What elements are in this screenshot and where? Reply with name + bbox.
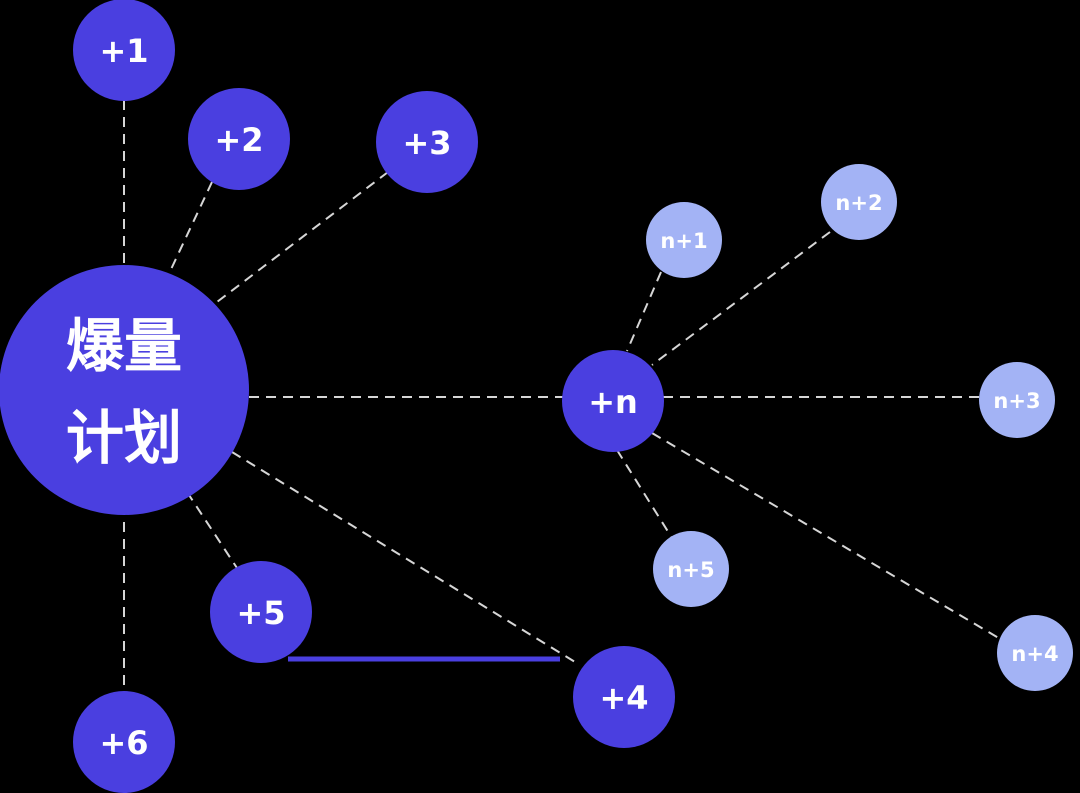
node-plus2: +2 <box>188 88 290 190</box>
node-plus2-label: +2 <box>214 121 263 159</box>
node-plus1-circle <box>73 0 175 101</box>
node-plusn-circle <box>562 350 664 452</box>
center-node-circle <box>0 265 249 515</box>
node-n1-label: n+1 <box>660 229 707 253</box>
connector-center-to-plus3 <box>212 171 389 306</box>
node-n4-circle <box>997 615 1073 691</box>
connector-center-to-plus5 <box>186 491 238 569</box>
node-n2-label: n+2 <box>835 191 882 215</box>
center-node: 爆量 计划 <box>0 265 249 515</box>
node-n5: n+5 <box>653 531 729 607</box>
node-plus5: +5 <box>210 561 312 663</box>
connector-plusn-to-n1 <box>626 271 662 352</box>
node-plus1-label: +1 <box>99 32 148 70</box>
node-plus5-label: +5 <box>236 594 285 632</box>
connector-center-to-plus4 <box>231 451 581 666</box>
node-plus6-circle <box>73 691 175 793</box>
node-plus3: +3 <box>376 91 478 193</box>
node-plus1: +1 <box>73 0 175 101</box>
node-plus4: +4 <box>573 646 675 748</box>
node-plusn: +n <box>562 350 664 452</box>
node-n2: n+2 <box>821 164 897 240</box>
node-n3: n+3 <box>979 362 1055 438</box>
node-n1-circle <box>646 202 722 278</box>
node-n3-label: n+3 <box>993 389 1040 413</box>
node-plusn-label: +n <box>588 383 638 421</box>
node-plus4-label: +4 <box>599 679 648 717</box>
node-n1: n+1 <box>646 202 722 278</box>
node-plus6: +6 <box>73 691 175 793</box>
node-n4: n+4 <box>997 615 1073 691</box>
node-plus3-label: +3 <box>402 124 451 162</box>
connectors <box>123 100 1003 693</box>
node-n5-label: n+5 <box>667 558 714 582</box>
node-plus3-circle <box>376 91 478 193</box>
connector-center-to-plus2 <box>165 181 213 281</box>
node-plus5-circle <box>210 561 312 663</box>
center-label-line2: 计划 <box>66 404 182 472</box>
node-n2-circle <box>821 164 897 240</box>
center-label-line1: 爆量 <box>66 312 182 380</box>
node-plus2-circle <box>188 88 290 190</box>
node-plus4-circle <box>573 646 675 748</box>
node-n5-circle <box>653 531 729 607</box>
node-n4-label: n+4 <box>1011 642 1058 666</box>
connector-plusn-to-n5 <box>616 449 673 539</box>
connector-plusn-to-n2 <box>651 231 831 366</box>
node-plus6-label: +6 <box>99 724 148 762</box>
node-n3-circle <box>979 362 1055 438</box>
